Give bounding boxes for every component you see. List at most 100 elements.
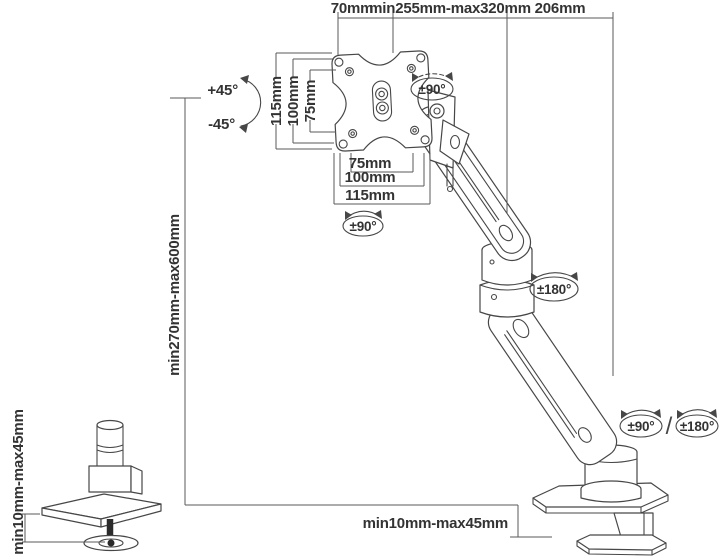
head-swivel-arrow-right [445,72,453,81]
height-dimension-lines [170,97,518,506]
vesa-left-75-lines [309,69,336,133]
label-base-swivel-b: ±180° [680,419,714,434]
head-link-hole [449,134,461,150]
head-link-screw [446,185,454,193]
base-swivel-separator: / [666,413,673,440]
label-head-swivel: ±90° [418,82,445,97]
vesa-rotation-oval [342,215,384,237]
vesa-hole-75 [406,63,416,73]
dim-top-arm-rear: 206mm [535,0,586,17]
elbow-swivel-arrow-left [531,273,538,282]
tilt-arc [240,78,262,127]
vesa-hole-center-dot [412,128,417,133]
base-collar-body [580,488,642,503]
elbow-swivel-annotation: ±180° [529,272,579,302]
label-elbow-swivel: ±180° [537,282,571,297]
dim-vesa-bottom-100: 100mm [345,169,396,186]
elbow-lower-rim [479,284,535,291]
dim-vesa-left-115: 115mm [268,76,285,126]
label-tilt-down: -45° [208,116,235,133]
elbow-swivel-arc [531,272,578,281]
elbow-swivel-oval [529,276,579,302]
upper-arm-bottom-hole [498,224,514,242]
vesa-rotation-arrow-right [374,210,382,219]
tilt-rotation-annotation: +45° -45° [207,75,262,133]
base-swivel-arrow-a-right [653,409,661,418]
lower-arm-outline [487,298,618,466]
vesa-hole-center-dot [409,66,414,71]
grommet-plate-front-right [100,503,162,528]
vesa-hole-75 [344,67,354,77]
lower-arm-gas-spring [504,330,578,438]
grommet-mount-drawing [41,419,162,552]
vesa-hole-75 [410,125,420,135]
head-swivel-arrow-left [412,73,419,82]
base-swivel-annotation: ±90° / ±180° [619,409,719,440]
elbow-swivel-arrow-right [570,272,578,281]
vesa-slot-pin-top [378,90,385,98]
elbow-screw-upper [489,259,495,265]
dim-vesa-left-100: 100mm [285,76,302,127]
grommet-pole-sides [96,424,124,467]
clamp-jaw-front [576,540,667,556]
label-vesa-rotation: ±90° [349,219,376,234]
base-swivel-arrow-b-right [709,409,717,418]
grommet-pole-top [96,419,124,431]
grommet-wingnut-inner [98,538,124,548]
label-tilt-up: +45° [207,82,238,99]
lower-arm-bottom-cutout [577,427,592,443]
dim-vesa-bottom-115: 115mm [345,187,395,204]
grommet-thickness-lines [22,513,105,543]
grommet-block-side [130,465,143,495]
vesa-hole-center-dot [347,69,352,74]
clamp-thickness-dimension: min10mm-max45mm [363,505,552,538]
tilt-arrow-up [240,75,249,84]
vesa-hole-100 [338,139,348,149]
vesa-plate-drawing [331,50,433,152]
lower-arm-top-cutout [512,318,530,339]
upper-arm-slot [450,153,500,223]
vesa-left-100-lines [292,58,334,144]
grommet-pole-rings [96,444,124,454]
vesa-bottom-115-lines [333,153,431,205]
vesa-bottom-75-lines [350,153,414,173]
dim-height-range: min270mm-max600mm [166,214,183,376]
vesa-slot-hole-bottom [375,101,389,115]
vesa-hole-100 [420,135,430,145]
grommet-thickness-dimension: min10mm-max45mm [10,409,105,555]
clamp-body [613,512,654,538]
desk-clamp-drawing [532,444,669,556]
vesa-left-115-lines [275,52,332,150]
vesa-hole-75 [348,129,358,139]
head-pivot-knob [429,103,445,119]
head-link-rods [446,163,454,187]
vesa-rotation-annotation: ±90° [342,210,384,237]
head-linkage-drawing [427,89,470,193]
vesa-center-slot [371,80,393,122]
dim-clamp-thickness: min10mm-max45mm [363,515,508,532]
vesa-hole-center-dot [350,131,355,136]
vesa-bottom-100-lines [339,153,425,187]
head-swivel-oval [410,77,454,101]
grommet-bolt-tip [107,539,115,547]
dim-vesa-left-75: 75mm [302,80,319,123]
vesa-plate-outline [331,50,433,152]
head-pivot-center [433,107,441,115]
dim-grommet-thickness: min10mm-max45mm [10,409,27,554]
lower-arm-drawing [487,298,618,466]
label-base-swivel-a: ±90° [627,419,654,434]
dim-top-arm-front: 70mm [331,0,374,17]
height-dimension: min270mm-max600mm [166,97,518,506]
base-swivel-arrow-b-left [677,410,684,419]
elbow-screw-lower [490,293,498,301]
base-swivel-oval-b [675,414,719,438]
base-swivel-oval-a [619,414,663,438]
tilt-arrow-down [239,124,248,133]
clamp-jaw-top [576,534,667,551]
dim-top-arm-extension: min255mm-max320mm [369,0,531,17]
clamp-top-plate-rim [532,494,669,514]
vesa-rotation-arrow-left [345,211,352,220]
vesa-slot-hole-top [375,87,389,101]
